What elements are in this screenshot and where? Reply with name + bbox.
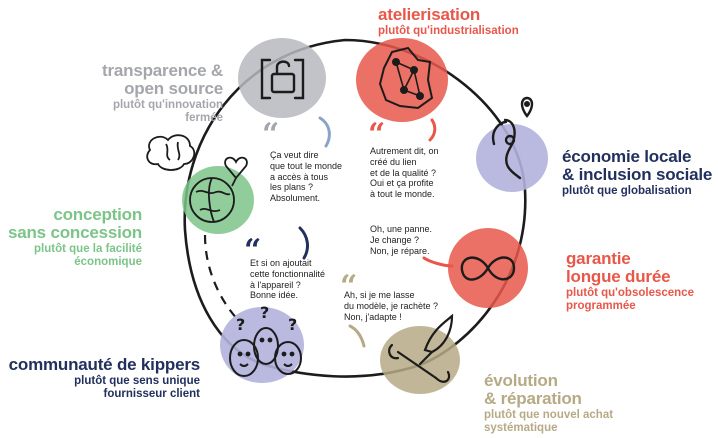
node-title: & inclusion sociale <box>562 164 713 184</box>
node-transparence: transparence & open source plutôt qu'inn… <box>102 62 223 124</box>
blob-red-top <box>356 38 448 122</box>
quote-line: les plans ? <box>270 182 314 193</box>
node-subtitle: fournisseur client <box>103 387 201 400</box>
node-title: atelierisation <box>378 5 481 24</box>
blob-green <box>182 166 254 234</box>
quote-line: que tout le monde <box>270 160 343 171</box>
quote-line: du modèle, je rachète ? <box>344 300 439 311</box>
dashed-link-line <box>203 234 239 321</box>
svg-text:?: ? <box>260 303 269 322</box>
blob-gray <box>238 38 326 118</box>
quote-garantie: Oh, une panne. Je change ? Non, je répar… <box>370 224 432 256</box>
accent-swoosh-khaki <box>348 324 366 348</box>
quote-line: créé du lien <box>370 156 417 167</box>
node-title: transparence & <box>102 61 223 80</box>
blob-lavender-right <box>476 124 548 192</box>
blob-khaki <box>380 326 460 394</box>
node-conception: conception sans concession plutôt que la… <box>8 206 142 268</box>
accent-swoosh-red-1 <box>428 118 437 142</box>
france-map-network-icon <box>378 46 434 110</box>
quote-line: Bonne idée. <box>250 290 299 301</box>
accent-swoosh-navy <box>298 226 309 260</box>
node-subtitle: plutôt que nouvel achat <box>484 408 614 421</box>
node-subtitle: plutôt qu'innovation <box>112 98 223 111</box>
quote-line: Absolument. <box>270 193 321 204</box>
node-title: open source <box>124 78 223 98</box>
quote-line: Autrement dit, on <box>370 146 439 156</box>
quote-atelierisation: Autrement dit, on créé du lien et de la … <box>370 146 439 200</box>
quote-line: Oh, une panne. <box>370 224 433 234</box>
infinity-icon <box>460 256 516 281</box>
quote-mark-khaki: “ <box>340 269 358 304</box>
quote-line: cette fonctionnalité <box>250 268 326 279</box>
quote-line: Je change ? <box>370 234 420 245</box>
quote-mark-red-1: “ <box>368 117 386 152</box>
node-subtitle: systématique <box>484 421 558 434</box>
quote-line: à l'appareil ? <box>250 279 301 290</box>
node-garantie: garantie longue durée plutôt qu'obsolesc… <box>566 250 694 312</box>
node-evolution: évolution & réparation plutôt que nouvel… <box>484 372 613 434</box>
node-subtitle: économique <box>74 255 142 268</box>
quote-conception: Et si on ajoutait cette fonctionnalité à… <box>250 258 325 301</box>
node-subtitle: plutôt qu'industrialisation <box>378 24 519 37</box>
node-subtitle: fermée <box>185 111 223 124</box>
node-title: communauté de kippers <box>8 355 201 374</box>
node-economie: économie locale & inclusion sociale plut… <box>562 148 712 197</box>
node-subtitle: plutôt que globalisation <box>562 184 692 197</box>
node-title: & réparation <box>484 388 582 408</box>
quote-transparence: Ça veut dire que tout le monde a accès à… <box>270 150 342 204</box>
quote-line: Et si on ajoutait <box>250 258 312 268</box>
node-title: conception <box>53 205 142 224</box>
padlock-open-icon <box>260 58 305 100</box>
node-title: évolution <box>484 371 558 390</box>
quote-line: à tout le monde. <box>370 189 435 200</box>
node-title: sans concession <box>7 222 142 242</box>
location-pin-icon <box>491 96 534 180</box>
node-subtitle: plutôt que sens unique <box>74 374 200 387</box>
node-title: longue durée <box>566 266 671 286</box>
quote-line: Non, j'adapte ! <box>344 311 402 322</box>
svg-text:?: ? <box>236 315 245 334</box>
node-subtitle: plutôt qu'obsolescence <box>566 286 694 299</box>
node-subtitle: plutôt que la facilité <box>34 242 142 255</box>
quote-line: a accès à tous <box>270 171 329 182</box>
node-title: garantie <box>566 249 631 268</box>
community-faces-icon <box>229 327 302 377</box>
node-communaute: communauté de kippers plutôt que sens un… <box>8 355 201 400</box>
node-subtitle: programmée <box>566 299 636 312</box>
question-marks-icon: ??? <box>236 303 297 334</box>
dashed-link <box>202 234 240 322</box>
quote-line: Oui et ça profite <box>370 178 434 189</box>
quote-line: et de la qualité ? <box>370 167 437 178</box>
quote-mark-gray: “ <box>262 117 280 152</box>
svg-text:?: ? <box>288 315 297 334</box>
brain-globe-heart-icon <box>146 134 248 223</box>
quote-line: Ça veut dire <box>270 150 319 160</box>
node-atelierisation: atelierisation plutôt qu'industrialisati… <box>378 6 519 37</box>
accent-swoosh-red-2 <box>422 256 454 268</box>
quote-line: Ah, si je me lasse <box>344 290 415 300</box>
wrench-leaf-icon <box>388 313 454 383</box>
quote-line: Non, je répare. <box>370 245 430 256</box>
quote-mark-navy: “ <box>244 233 262 268</box>
node-title: économie locale <box>562 147 692 166</box>
quote-evolution: Ah, si je me lasse du modèle, je rachète… <box>344 290 438 322</box>
accent-swoosh-gray <box>318 116 331 148</box>
